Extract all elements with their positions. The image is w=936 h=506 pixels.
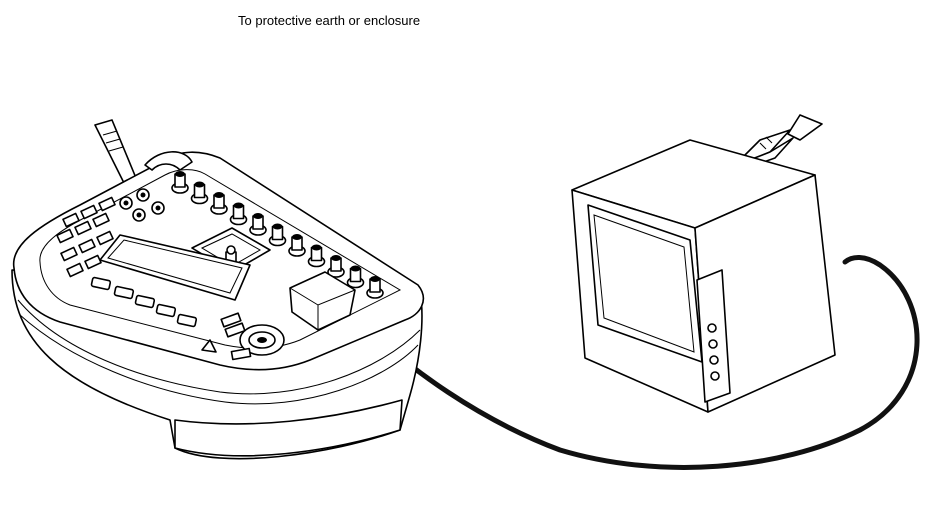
binding-post bbox=[190, 181, 209, 205]
alligator-clip-icon bbox=[744, 114, 823, 166]
earth-test-lead bbox=[73, 35, 842, 184]
device-under-test-monitor bbox=[571, 139, 836, 413]
binding-post bbox=[229, 202, 248, 226]
input-jacks bbox=[119, 188, 165, 222]
binding-post bbox=[366, 276, 384, 299]
function-keypad bbox=[56, 196, 116, 278]
softkeys bbox=[90, 276, 198, 328]
binding-posts bbox=[171, 171, 384, 299]
binding-post bbox=[249, 213, 267, 236]
lcd-display bbox=[99, 234, 251, 301]
navigation-pad bbox=[201, 312, 285, 361]
caption-label: To protective earth or enclosure bbox=[238, 13, 420, 28]
binding-post bbox=[171, 171, 189, 194]
safety-analyzer bbox=[11, 151, 424, 460]
binding-post bbox=[327, 255, 345, 278]
binding-post bbox=[307, 244, 326, 268]
binding-post bbox=[346, 265, 365, 289]
mains-inlet-block bbox=[289, 271, 356, 331]
binding-post bbox=[268, 223, 287, 247]
binding-post bbox=[288, 234, 306, 257]
binding-post bbox=[210, 192, 228, 215]
